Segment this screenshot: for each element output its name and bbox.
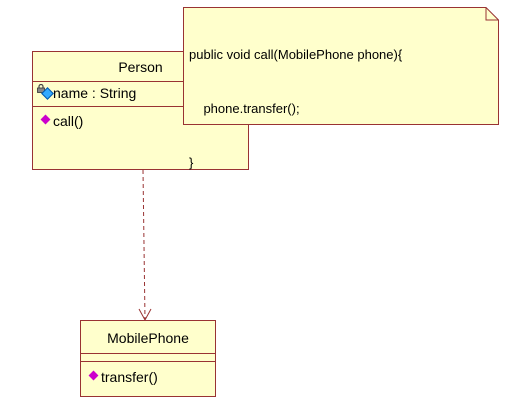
person-operation-call[interactable]: call() bbox=[33, 111, 248, 131]
mobilephone-operations-compartment: transfer() bbox=[81, 361, 215, 396]
person-attributes-compartment: name : String bbox=[33, 81, 248, 106]
person-class-name: Person bbox=[118, 59, 163, 75]
attribute-label: name : String bbox=[53, 85, 137, 101]
mobilephone-class[interactable]: MobilePhone transfer() bbox=[80, 320, 216, 397]
person-attribute-name[interactable]: name : String bbox=[33, 83, 248, 103]
note-shape bbox=[183, 7, 499, 125]
operation-icon bbox=[88, 370, 99, 381]
mobilephone-class-name: MobilePhone bbox=[107, 330, 189, 346]
operation-label: call() bbox=[53, 113, 84, 129]
note-line: } bbox=[189, 155, 194, 170]
mobilephone-operation-transfer[interactable]: transfer() bbox=[81, 367, 215, 387]
operation-label: transfer() bbox=[101, 369, 158, 385]
note-line: phone.transfer(); bbox=[189, 101, 300, 116]
note-line: public void call(MobilePhone phone){ bbox=[189, 47, 403, 62]
code-note[interactable]: public void call(MobilePhone phone){ pho… bbox=[183, 7, 499, 170]
person-operations-compartment: call() bbox=[33, 106, 248, 169]
mobilephone-attributes-compartment bbox=[81, 353, 215, 361]
note-text: public void call(MobilePhone phone){ pho… bbox=[189, 10, 402, 208]
